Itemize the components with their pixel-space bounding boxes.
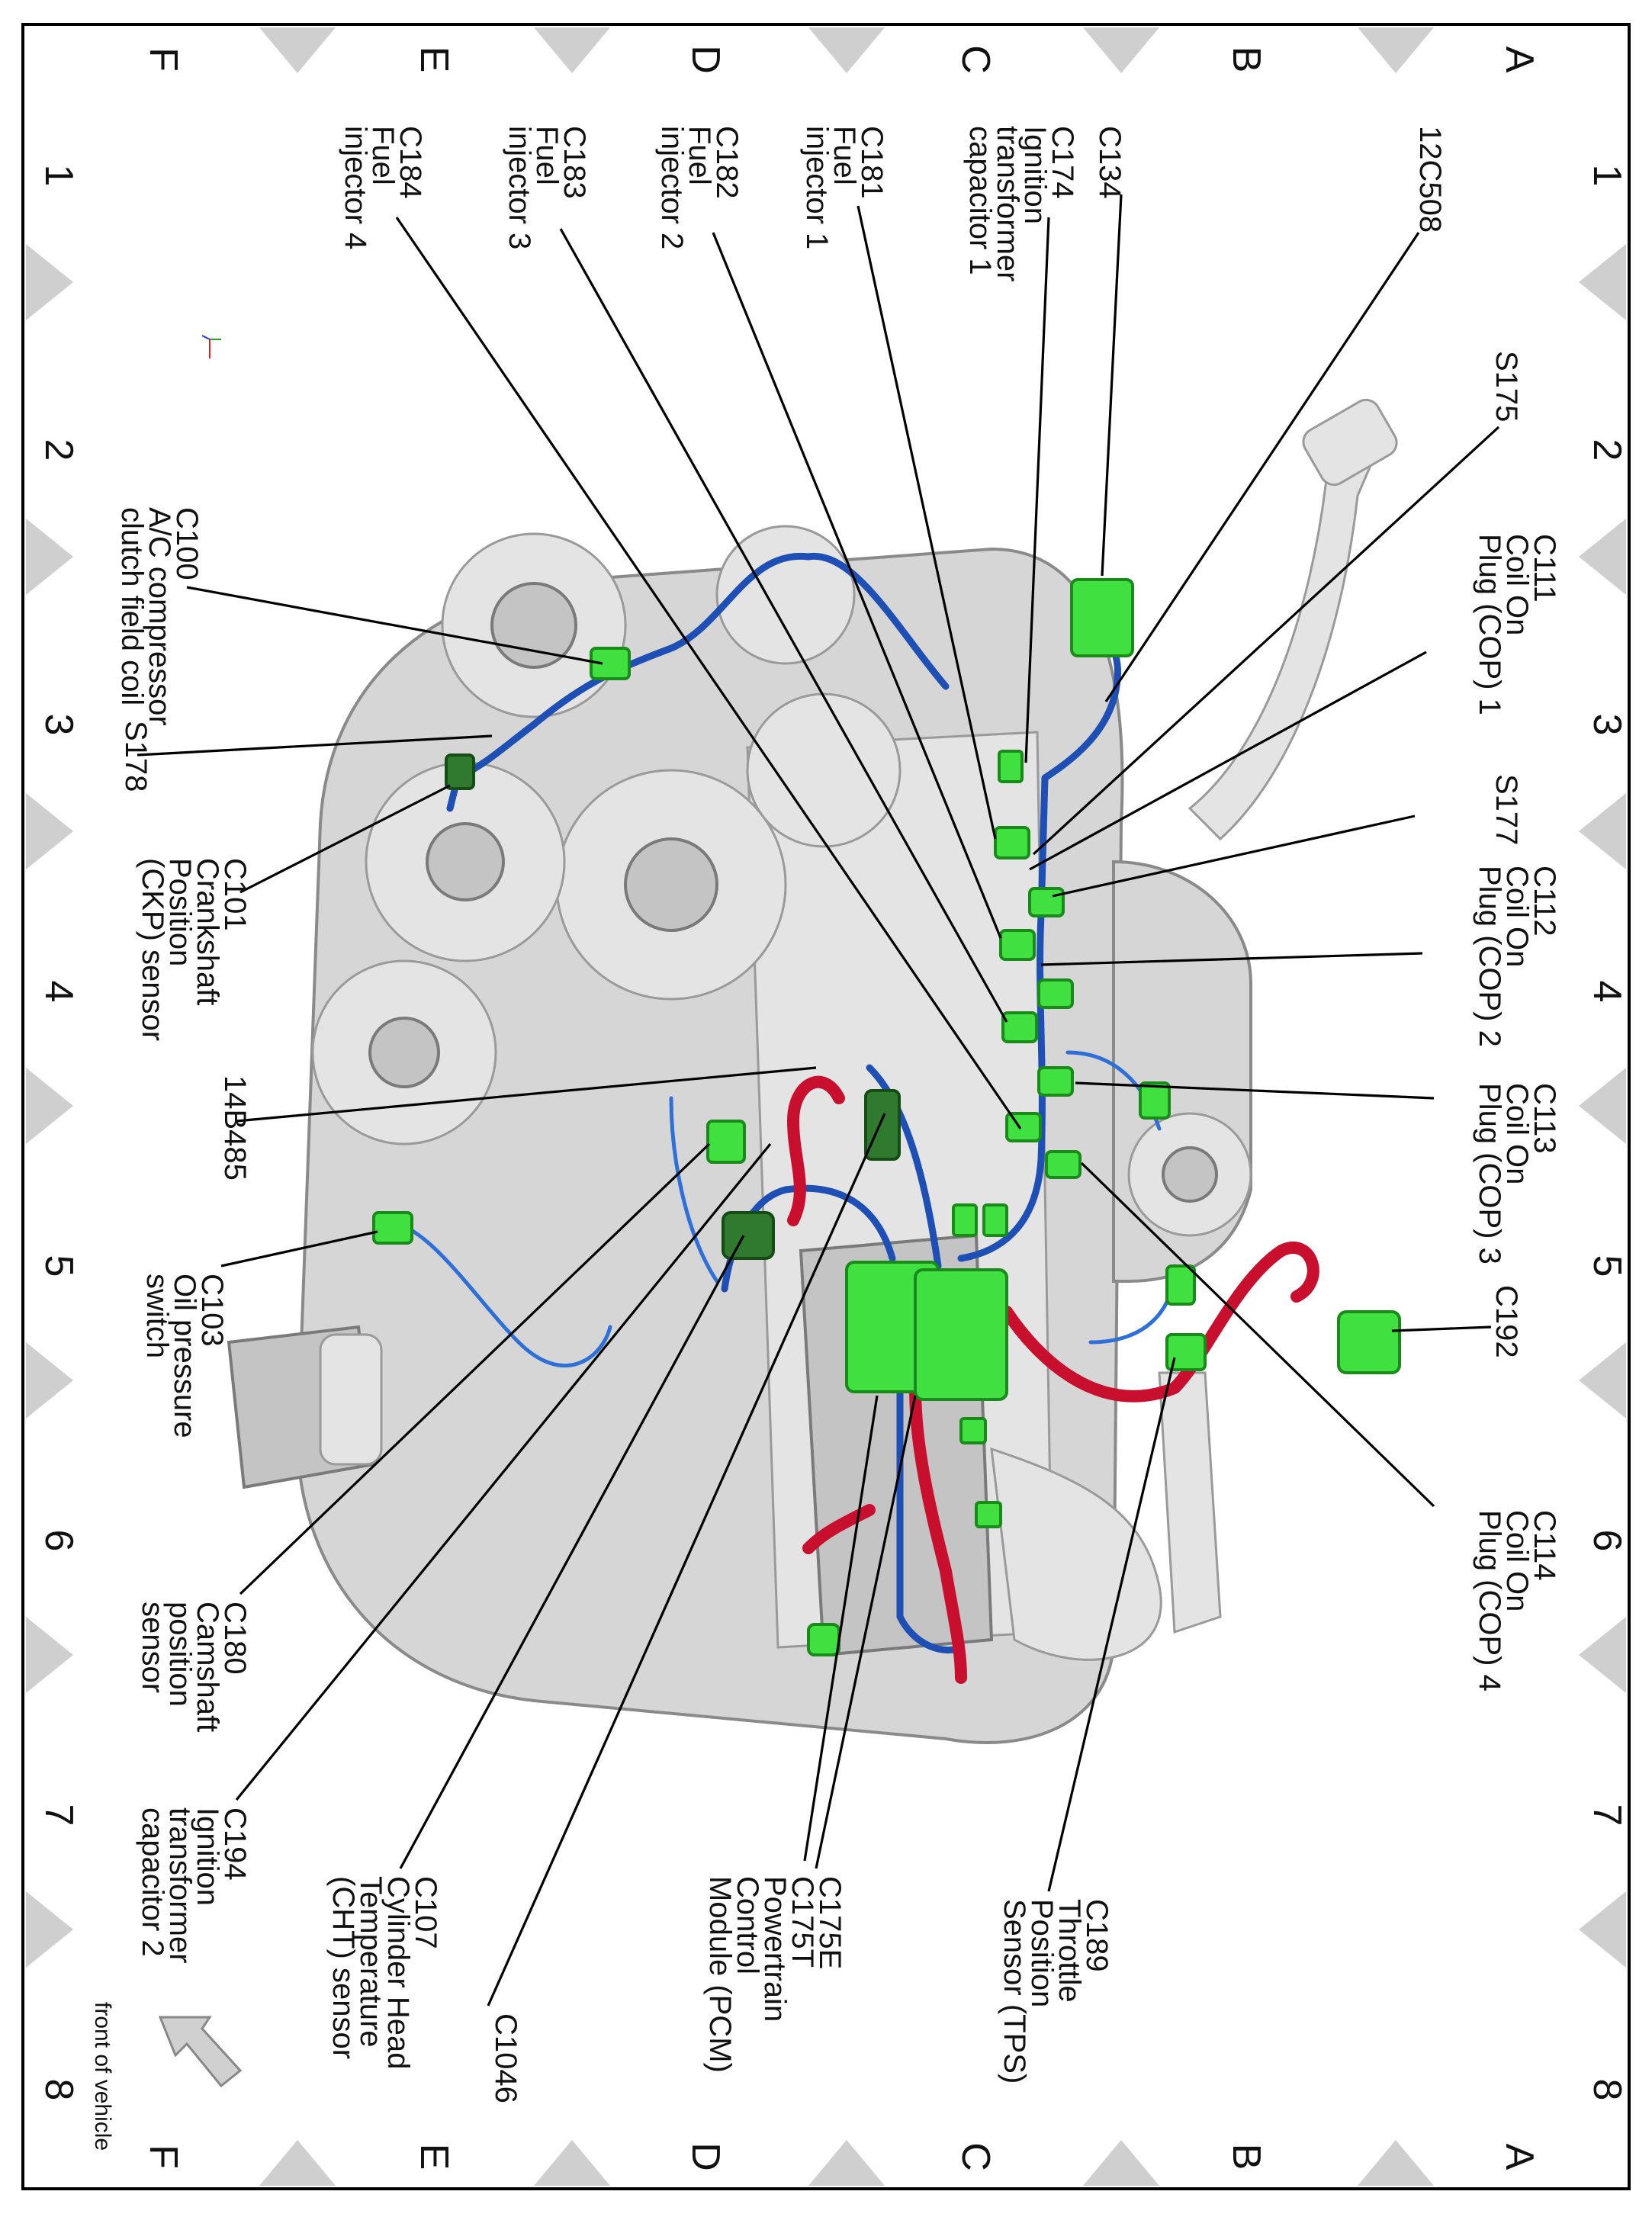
row-2-right: 2 bbox=[1585, 439, 1629, 461]
label-c174: C174 Ignition transformer capacitor 1 bbox=[963, 126, 1079, 291]
label-c175: C175E C175T Powertrain Control Module (P… bbox=[703, 1876, 847, 2073]
label-c101: C101 Crankshaft Position (CKP) sensor bbox=[136, 858, 252, 1041]
label-c103: C103 Oil pressure switch bbox=[140, 1274, 229, 1447]
front-of-vehicle-label: front of vehicle bbox=[90, 2002, 115, 2151]
row-7-left: 7 bbox=[37, 1804, 81, 1827]
row-6-right: 6 bbox=[1585, 1530, 1629, 1552]
col-d-top: D bbox=[683, 45, 728, 74]
label-s175: S175 bbox=[1490, 351, 1523, 422]
row-5-right: 5 bbox=[1585, 1255, 1629, 1277]
col-d-bottom: D bbox=[683, 2142, 728, 2171]
col-e-top: E bbox=[412, 47, 456, 73]
callouts: 12C508 C134 C174 Ignition transformer ca… bbox=[115, 126, 1561, 2103]
row-4-left: 4 bbox=[37, 981, 81, 1003]
label-c112: C112 Coil On Plug (COP) 2 bbox=[1473, 866, 1561, 1047]
label-c182: C182 Fuel injector 2 bbox=[655, 126, 744, 249]
label-c192: C192 bbox=[1490, 1285, 1523, 1358]
grid-labels: 1 2 3 4 5 6 7 8 1 2 3 4 5 6 7 8 A B C D … bbox=[37, 45, 1629, 2171]
row-1-right: 1 bbox=[1585, 165, 1629, 187]
row-8-left: 8 bbox=[37, 2079, 81, 2101]
row-8-right: 8 bbox=[1585, 2079, 1629, 2101]
row-3-left: 3 bbox=[37, 714, 81, 736]
label-c180: C180 Camshaft position sensor bbox=[136, 1602, 252, 1740]
col-c-top: C bbox=[953, 45, 998, 74]
label-c107: C107 Cylinder Head Temperature (CHT) sen… bbox=[326, 1876, 442, 2078]
col-f-top: F bbox=[141, 47, 185, 72]
row-4-right: 4 bbox=[1585, 981, 1629, 1003]
axis-triad-icon bbox=[201, 335, 221, 358]
label-c134: C134 bbox=[1093, 126, 1127, 199]
label-s178: S178 bbox=[119, 721, 153, 792]
row-3-right: 3 bbox=[1585, 714, 1629, 736]
col-c-bottom: C bbox=[953, 2142, 998, 2171]
col-b-top: B bbox=[1224, 47, 1268, 73]
label-12c508: 12C508 bbox=[1413, 126, 1447, 233]
label-c184: C184 Fuel injector 4 bbox=[339, 126, 427, 249]
label-c189: C189 Throttle Position Sensor (TPS) bbox=[998, 1899, 1114, 2084]
label-c194: C194 Ignition transformer capacitor 2 bbox=[136, 1807, 252, 1972]
label-c111: C111 Coil On Plug (COP) 1 bbox=[1473, 534, 1561, 715]
row-2-left: 2 bbox=[37, 439, 81, 461]
label-c181: C181 Fuel injector 1 bbox=[800, 126, 889, 249]
col-b-bottom: B bbox=[1224, 2144, 1268, 2170]
label-c183: C183 Fuel injector 3 bbox=[503, 126, 591, 249]
col-f-bottom: F bbox=[141, 2145, 185, 2169]
grid-markers bbox=[26, 27, 1626, 2186]
col-a-top: A bbox=[1497, 47, 1541, 73]
row-7-right: 7 bbox=[1585, 1804, 1629, 1827]
leader-lines bbox=[137, 194, 1500, 2007]
label-c100: C100 A/C compressor clutch field coil bbox=[115, 507, 204, 734]
row-1-left: 1 bbox=[37, 165, 81, 187]
label-c113: C113 Coil On Plug (COP) 3 bbox=[1473, 1083, 1561, 1264]
label-c114: C114 Coil On Plug (COP) 4 bbox=[1473, 1510, 1561, 1692]
col-a-bottom: A bbox=[1497, 2144, 1541, 2170]
front-of-vehicle-arrow-icon bbox=[158, 2016, 243, 2088]
col-e-bottom: E bbox=[412, 2144, 456, 2170]
row-5-left: 5 bbox=[37, 1255, 81, 1277]
label-s177: S177 bbox=[1490, 774, 1523, 845]
label-c1046: C1046 bbox=[489, 2013, 522, 2103]
row-6-left: 6 bbox=[37, 1530, 81, 1552]
label-14b485: 14B485 bbox=[218, 1075, 252, 1181]
